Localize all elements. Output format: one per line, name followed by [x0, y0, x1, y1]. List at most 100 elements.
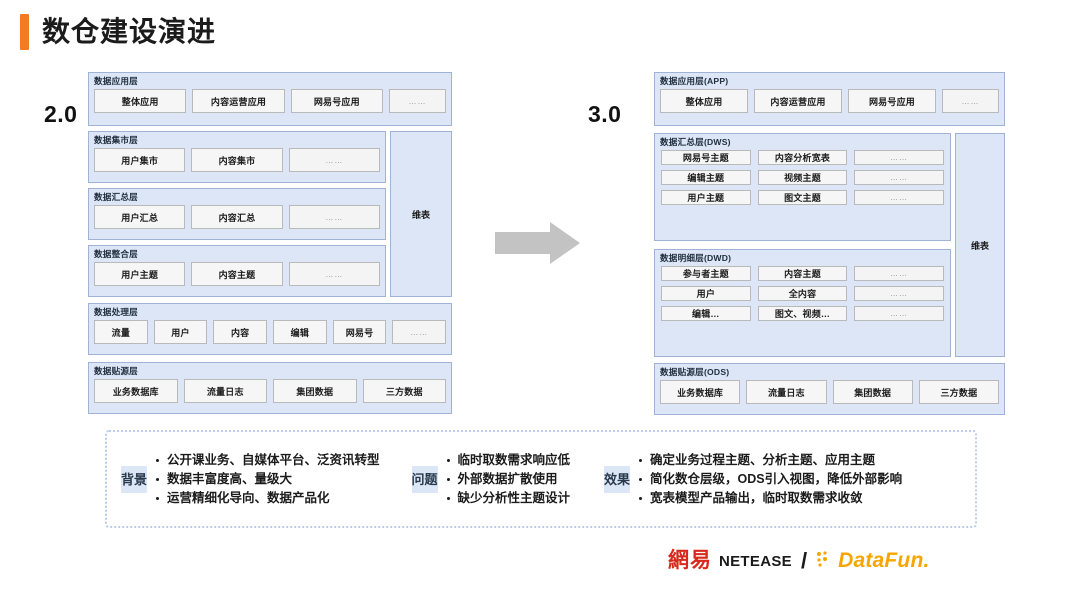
- summary-group-problem: 问题 临时取数需求响应低 外部数据扩散使用 缺少分析性主题设计: [411, 451, 571, 508]
- v3-dwd-column-3: …… …… ……: [854, 266, 945, 321]
- cell-ellipsis[interactable]: ……: [288, 148, 380, 172]
- v2-layer-integration-cells: 用户主题 内容主题 ……: [89, 260, 385, 291]
- datafun-logo-text: DataFun.: [838, 549, 930, 572]
- cell[interactable]: 内容主题: [191, 262, 283, 286]
- cell[interactable]: 整体应用: [94, 89, 187, 113]
- cell[interactable]: 用户主题: [94, 262, 186, 286]
- v2-layer-mart: 数据集市层 用户集市 内容集市 ……: [88, 131, 386, 183]
- cell[interactable]: 全内容: [757, 286, 848, 301]
- cell-ellipsis[interactable]: ……: [854, 190, 945, 205]
- cell[interactable]: 用户汇总: [94, 205, 186, 229]
- cell[interactable]: 网易号应用: [290, 89, 383, 113]
- v2-layer-summary-title: 数据汇总层: [94, 192, 138, 202]
- v2-layer-app: 数据应用层 整体应用 内容运营应用 网易号应用 ……: [88, 72, 452, 126]
- cell[interactable]: 三方数据: [362, 379, 446, 403]
- summary-list-background: 公开课业务、自媒体平台、泛资讯转型 数据丰富度高、量级大 运营精细化导向、数据产…: [154, 451, 380, 508]
- cell[interactable]: 编辑主题: [661, 170, 751, 185]
- v2-dimension-table[interactable]: 维表: [390, 131, 452, 297]
- cell[interactable]: 图文、视频…: [757, 306, 848, 321]
- cell[interactable]: 内容汇总: [191, 205, 283, 229]
- cell-ellipsis[interactable]: ……: [854, 170, 945, 185]
- list-item: 缺少分析性主题设计: [445, 489, 570, 508]
- cell[interactable]: 编辑: [273, 320, 327, 344]
- v2-layer-ods-cells: 业务数据库 流量日志 集团数据 三方数据: [89, 377, 451, 408]
- cell-ellipsis[interactable]: ……: [288, 205, 380, 229]
- v2-layer-processing: 数据处理层 流量 用户 内容 编辑 网易号 ……: [88, 303, 452, 355]
- cell[interactable]: 网易号主题: [661, 150, 751, 165]
- cell[interactable]: 流量日志: [746, 380, 827, 404]
- cell[interactable]: 三方数据: [918, 380, 999, 404]
- arrow-right-icon: [495, 222, 580, 264]
- list-item: 确定业务过程主题、分析主题、应用主题: [637, 451, 902, 470]
- v3-layer-dws: 数据汇总层(DWS) 网易号主题 编辑主题 用户主题 内容分析宽表 视频主题 图…: [654, 133, 951, 241]
- v2-layer-summary-cells: 用户汇总 内容汇总 ……: [89, 203, 385, 234]
- cell[interactable]: 编辑…: [661, 306, 751, 321]
- v3-layer-dwd-title: 数据明细层(DWD): [660, 253, 732, 263]
- v3-layer-ods: 数据贴源层(ODS) 业务数据库 流量日志 集团数据 三方数据: [654, 363, 1005, 415]
- cell[interactable]: 集团数据: [832, 380, 913, 404]
- cell-ellipsis[interactable]: ……: [854, 306, 945, 321]
- summary-list-problem: 临时取数需求响应低 外部数据扩散使用 缺少分析性主题设计: [445, 451, 571, 508]
- version-label-3: 3.0: [588, 101, 622, 127]
- logo-separator: /: [800, 548, 808, 573]
- v2-layer-integration: 数据整合层 用户主题 内容主题 ……: [88, 245, 386, 297]
- cell[interactable]: 业务数据库: [660, 380, 741, 404]
- cell[interactable]: 视频主题: [757, 170, 848, 185]
- v3-layer-app-title: 数据应用层(APP): [660, 76, 729, 86]
- footer-logos: 網易 NETEASE / DataFun.: [668, 548, 930, 574]
- v2-layer-ods-title: 数据贴源层: [94, 366, 138, 376]
- v2-layer-integration-title: 数据整合层: [94, 249, 138, 259]
- cell-ellipsis[interactable]: ……: [388, 89, 446, 113]
- cell[interactable]: 图文主题: [757, 190, 848, 205]
- v3-layer-ods-title: 数据贴源层(ODS): [660, 367, 730, 377]
- v3-dwd-column-1: 参与者主题 用户 编辑…: [661, 266, 751, 321]
- summary-group-effect: 效果 确定业务过程主题、分析主题、应用主题 简化数仓层级，ODS引入视图，降低外…: [604, 451, 902, 508]
- v2-layer-mart-cells: 用户集市 内容集市 ……: [89, 146, 385, 177]
- list-item: 宽表模型产品输出，临时取数需求收敛: [637, 489, 902, 508]
- cell-ellipsis[interactable]: ……: [854, 266, 945, 281]
- cell-ellipsis[interactable]: ……: [854, 150, 945, 165]
- datafun-dots-svg: [817, 550, 828, 567]
- cell[interactable]: 内容分析宽表: [757, 150, 848, 165]
- cell[interactable]: 流量: [94, 320, 148, 344]
- cell[interactable]: 用户主题: [661, 190, 751, 205]
- cell[interactable]: 流量日志: [183, 379, 267, 403]
- v3-layer-dws-title: 数据汇总层(DWS): [660, 137, 731, 147]
- cell-ellipsis[interactable]: ……: [288, 262, 380, 286]
- cell-ellipsis[interactable]: ……: [854, 286, 945, 301]
- cell[interactable]: 集团数据: [273, 379, 357, 403]
- v2-layer-processing-title: 数据处理层: [94, 307, 138, 317]
- list-item: 临时取数需求响应低: [445, 451, 570, 470]
- list-item: 数据丰富度高、量级大: [154, 470, 380, 489]
- datafun-dots-icon: [816, 549, 831, 574]
- version-label-2: 2.0: [44, 101, 78, 127]
- cell[interactable]: 内容: [213, 320, 268, 344]
- v3-layer-app: 数据应用层(APP) 整体应用 内容运营应用 网易号应用 ……: [654, 72, 1005, 126]
- v3-layer-app-cells: 整体应用 内容运营应用 网易号应用 ……: [655, 87, 1004, 118]
- cell[interactable]: 网易号应用: [848, 89, 936, 113]
- cell[interactable]: 用户: [153, 320, 208, 344]
- cell[interactable]: 用户: [661, 286, 751, 301]
- cell[interactable]: 内容集市: [191, 148, 283, 172]
- cell[interactable]: 内容运营应用: [754, 89, 842, 113]
- cell[interactable]: 业务数据库: [94, 379, 178, 403]
- v2-layer-summary: 数据汇总层 用户汇总 内容汇总 ……: [88, 188, 386, 240]
- cell[interactable]: 网易号: [332, 320, 387, 344]
- list-item: 外部数据扩散使用: [445, 470, 571, 489]
- cell[interactable]: 用户集市: [94, 148, 186, 172]
- cell-ellipsis[interactable]: ……: [392, 320, 447, 344]
- v3-layer-ods-cells: 业务数据库 流量日志 集团数据 三方数据: [655, 378, 1004, 409]
- cell[interactable]: 内容运营应用: [192, 89, 285, 113]
- v2-layer-app-title: 数据应用层: [94, 76, 138, 86]
- netease-logo-cn: 網易: [668, 549, 712, 572]
- title-accent-bar: [20, 14, 29, 50]
- v3-layer-dwd-grid: 参与者主题 用户 编辑… 内容主题 全内容 图文、视频… …… …… ……: [655, 264, 950, 327]
- list-item: 公开课业务、自媒体平台、泛资讯转型: [154, 451, 380, 470]
- summary-panel: 背景 公开课业务、自媒体平台、泛资讯转型 数据丰富度高、量级大 运营精细化导向、…: [105, 430, 977, 528]
- cell-ellipsis[interactable]: ……: [942, 89, 999, 113]
- cell[interactable]: 内容主题: [757, 266, 848, 281]
- v2-layer-app-cells: 整体应用 内容运营应用 网易号应用 ……: [89, 87, 451, 118]
- cell[interactable]: 整体应用: [660, 89, 748, 113]
- cell[interactable]: 参与者主题: [661, 266, 751, 281]
- v3-dimension-table[interactable]: 维表: [955, 133, 1005, 357]
